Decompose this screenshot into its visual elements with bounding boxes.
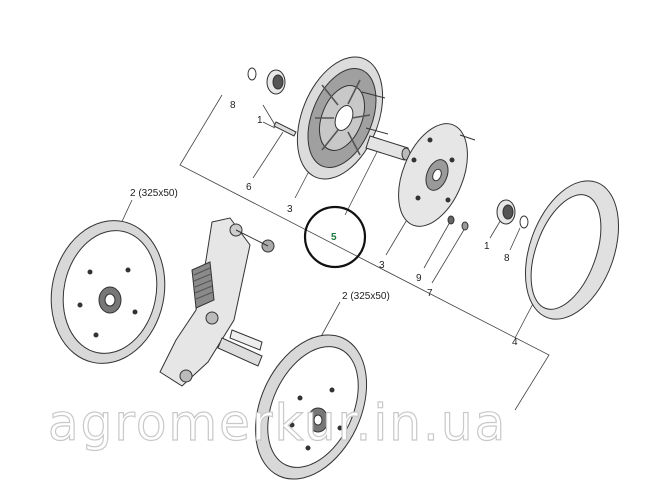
label-part-8-top: 8 [230, 100, 236, 111]
tire-4 [524, 180, 620, 320]
bearing-1-top [266, 69, 286, 95]
wheel-2-left [50, 220, 166, 364]
part-labels: 8 1 6 3 5 3 9 7 1 8 4 2 (325x50) 2 (325x… [130, 100, 518, 348]
label-part-9: 9 [416, 273, 422, 284]
disc-3-left [296, 56, 389, 180]
label-part-2-bottom: 2 (325x50) [342, 291, 390, 302]
highlight-circle [303, 205, 367, 269]
bearing-1-right [496, 199, 516, 225]
ring-8-right [519, 215, 529, 229]
watermark-text: agromerkur.in.ua [48, 394, 507, 452]
label-part-4: 4 [512, 337, 518, 348]
label-part-1-top: 1 [257, 115, 263, 126]
label-part-2-left: 2 (325x50) [130, 188, 178, 199]
label-part-8-right: 8 [504, 253, 510, 264]
label-part-3-right: 3 [379, 260, 385, 271]
flange-3-right [398, 123, 476, 227]
wheel-2-bottom [254, 334, 368, 480]
label-part-6: 6 [246, 182, 252, 193]
nut-9 [447, 215, 455, 225]
ring-8-top [247, 67, 257, 81]
label-part-7: 7 [427, 288, 433, 299]
label-part-5: 5 [331, 232, 337, 243]
bolt-7 [461, 221, 469, 231]
frame-assembly [159, 217, 275, 387]
label-part-1-right: 1 [484, 241, 490, 252]
label-part-3-left: 3 [287, 204, 293, 215]
pin-6 [273, 121, 297, 137]
axle-5 [365, 135, 411, 161]
